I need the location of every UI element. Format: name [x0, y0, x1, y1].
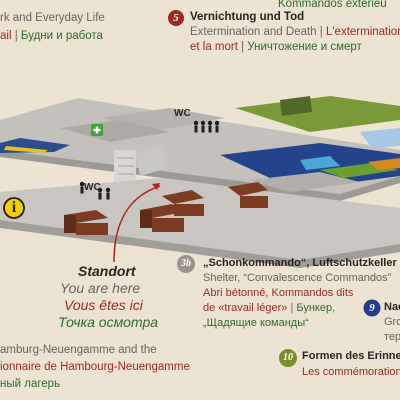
shelter-boxes — [64, 182, 268, 235]
section5-fr-ru: et la mort | Уничтожение и смерт — [190, 41, 362, 53]
standort-en: You are here — [60, 280, 141, 296]
upper-exhibit-yellow-strip — [4, 146, 48, 153]
people-icons-upper — [193, 120, 220, 133]
section3b-fr2-ru1: de «travail léger» | Бункер, — [203, 302, 336, 314]
badge-3b-circle — [177, 255, 195, 273]
section9-en: Grou — [384, 316, 400, 328]
badge-10: 10 — [283, 352, 293, 363]
topright-text: Kommandos extérieu — [278, 0, 387, 10]
section10-title: Formen des Erinnern — [302, 350, 400, 362]
standort-arrow — [113, 185, 161, 263]
topleft-line2: ail | Будни и работа — [0, 30, 103, 42]
standort-arrow-head — [152, 183, 160, 190]
bottomleft-line3: ный лагерь — [0, 378, 61, 390]
wc-label-lower: WC — [84, 182, 101, 193]
badge-5: 5 — [173, 12, 179, 24]
standort-fr: Vous êtes ici — [64, 297, 143, 313]
stair-tower — [114, 150, 136, 190]
section5-en: Extermination and Death | L'exterminatio… — [190, 26, 400, 38]
upper-room-gray-2 — [60, 120, 170, 142]
section10-fr: Les commémorations — [302, 366, 400, 378]
lower-exhibit-cyan — [300, 156, 340, 170]
section5-title: Vernichtung und Tod — [190, 11, 305, 23]
badge-10-circle — [279, 349, 297, 367]
section3b-fr1: Abri bétonné, Kommandos dits — [203, 287, 354, 299]
section3b-title: „Schonkommando“, Luftschutzkeller — [203, 257, 397, 269]
people-icons-lower — [79, 181, 111, 200]
lower-exhibit-gray-room — [250, 172, 360, 192]
badge-3b: 3b — [181, 258, 191, 269]
info-sign-icon — [3, 197, 25, 219]
badge-5-circle — [168, 10, 184, 26]
wc-label-upper: WC — [174, 108, 191, 119]
upper-exhibit-green-dark — [280, 96, 312, 116]
stair-ramp — [136, 145, 168, 176]
upper-room-gray-1 — [100, 108, 225, 130]
section9-title: Nach — [384, 301, 400, 313]
upper-exhibit-green — [235, 96, 400, 132]
badge-9-circle — [363, 299, 381, 317]
standort-de: Standort — [78, 263, 136, 279]
section9-ru: терр — [384, 331, 400, 343]
lower-exhibit-orange — [368, 158, 400, 170]
section3b-ru2: „Щадящие команды“ — [203, 317, 309, 329]
upper-right-lightblue — [360, 128, 400, 148]
info-sign-label: i — [11, 199, 17, 216]
standort-ru: Точка осмотра — [58, 314, 159, 330]
bottomleft-line1: amburg-Neuengamme and the — [0, 344, 157, 356]
section3b-en: Shelter, “Convalescence Commandos” — [203, 272, 392, 284]
topleft-line1: rk and Everyday Life — [0, 12, 105, 24]
badge-9: 9 — [369, 301, 375, 314]
bottomleft-line2: ionnaire de Hambourg-Neuengamme — [0, 361, 190, 373]
